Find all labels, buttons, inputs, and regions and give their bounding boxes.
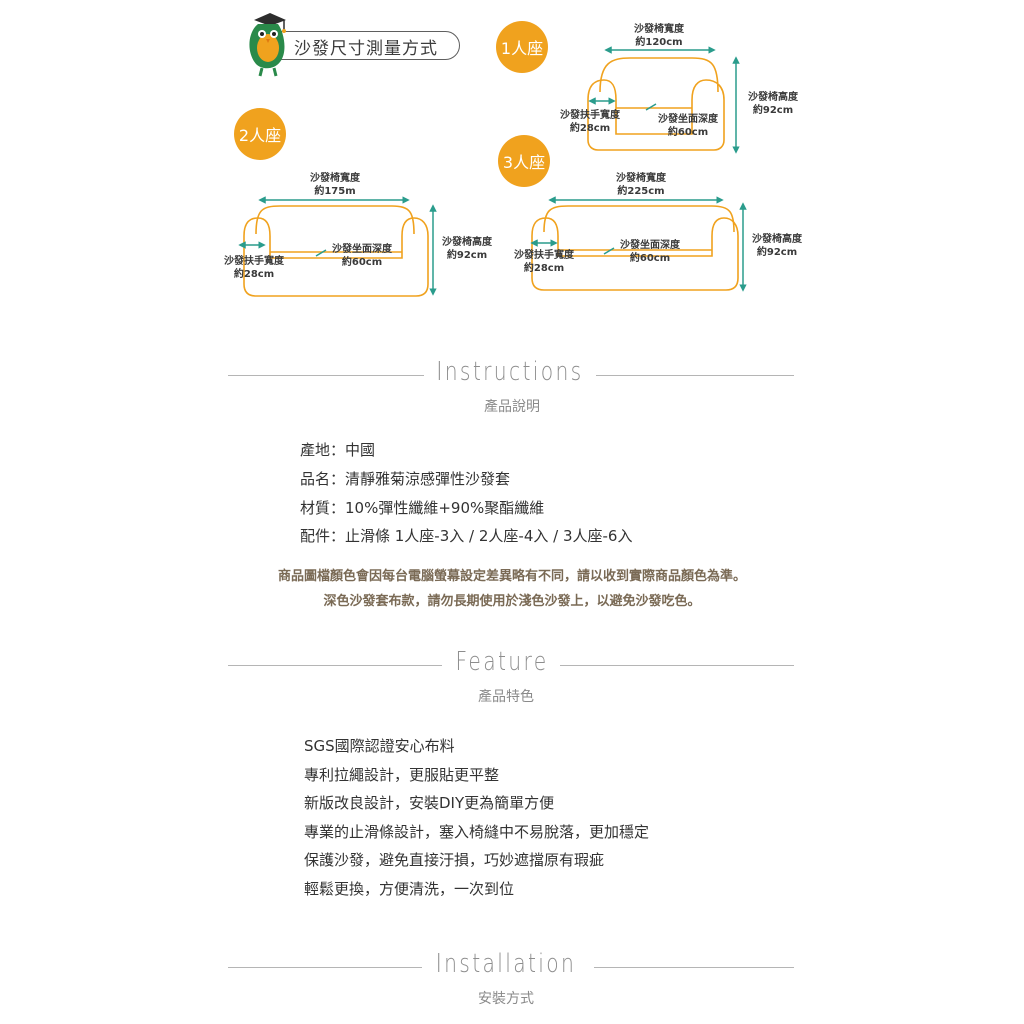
spec-origin: 產地：中國	[300, 441, 376, 459]
three-seat-height-label: 沙發椅高度約92cm	[752, 234, 802, 258]
sofa-diagrams	[238, 46, 747, 297]
spec-name: 品名：清靜雅菊涼感彈性沙發套	[300, 470, 511, 488]
section-divider-left	[228, 375, 424, 376]
one-seat-width-label: 沙發椅寬度約120cm	[634, 24, 684, 48]
one-seat-sofa-outline	[587, 57, 725, 151]
section-divider-left	[228, 967, 422, 968]
feature-item: 保護沙發，避免直接汙損，巧妙遮擋原有瑕疵	[304, 851, 605, 869]
three-seat-badge: 3人座	[498, 135, 550, 187]
one-seat-depth-arrow	[645, 103, 657, 111]
three-seat-arm-label: 沙發扶手寬度約28cm	[514, 250, 574, 274]
two-seat-depth-arrow	[315, 249, 327, 257]
three-seat-depth-arrow	[603, 247, 615, 255]
instructions-title: Instructions	[436, 357, 584, 387]
section-divider-left	[228, 665, 442, 666]
three-seat-width-label: 沙發椅寬度約225cm	[616, 173, 666, 197]
feature-item: SGS國際認證安心布料	[304, 737, 455, 755]
section-divider-right	[560, 665, 794, 666]
one-seat-height-label: 沙發椅高度約92cm	[748, 92, 798, 116]
page-title: 沙發尺寸測量方式	[294, 39, 438, 59]
title-banner	[262, 31, 460, 60]
two-seat-height-label: 沙發椅高度約92cm	[442, 237, 492, 261]
feature-title: Feature	[455, 647, 549, 677]
two-seat-depth-label: 沙發坐面深度約60cm	[332, 244, 392, 268]
spec-accessories: 配件：止滑條 1人座-3入 / 2人座-4入 / 3人座-6入	[300, 527, 633, 545]
owl-mascot-icon	[249, 13, 286, 77]
three-seat-depth-label: 沙發坐面深度約60cm	[620, 240, 680, 264]
two-seat-sofa-outline	[243, 205, 429, 297]
one-seat-depth-label: 沙發坐面深度約60cm	[658, 114, 718, 138]
feature-item: 輕鬆更換，方便清洗，一次到位	[304, 880, 515, 898]
two-seat-width-label: 沙發椅寬度約175m	[310, 173, 360, 197]
color-notice: 商品圖檔顏色會因每台電腦螢幕設定差異略有不同，請以收到實際商品顏色為準。	[277, 569, 746, 584]
installation-subtitle: 安裝方式	[478, 991, 534, 1007]
section-divider-right	[594, 967, 794, 968]
one-seat-arm-label: 沙發扶手寬度約28cm	[560, 110, 620, 134]
section-divider-right	[596, 375, 794, 376]
one-seat-badge: 1人座	[496, 21, 548, 73]
installation-title: Installation	[435, 949, 577, 979]
two-seat-arm-label: 沙發扶手寬度約28cm	[224, 256, 284, 280]
feature-subtitle: 產品特色	[478, 689, 534, 705]
spec-material: 材質：10%彈性纖維+90%聚酯纖維	[300, 499, 545, 517]
instructions-subtitle: 產品說明	[484, 399, 540, 415]
three-seat-sofa-outline	[531, 205, 739, 291]
feature-item: 專業的止滑條設計，塞入椅縫中不易脫落，更加穩定	[304, 823, 650, 841]
dark-fabric-notice: 深色沙發套布款，請勿長期使用於淺色沙發上，以避免沙發吃色。	[323, 594, 701, 609]
two-seat-badge: 2人座	[234, 108, 286, 160]
feature-item: 新版改良設計，安裝DIY更為簡單方便	[304, 794, 555, 812]
feature-item: 專利拉繩設計，更服貼更平整	[304, 766, 500, 784]
